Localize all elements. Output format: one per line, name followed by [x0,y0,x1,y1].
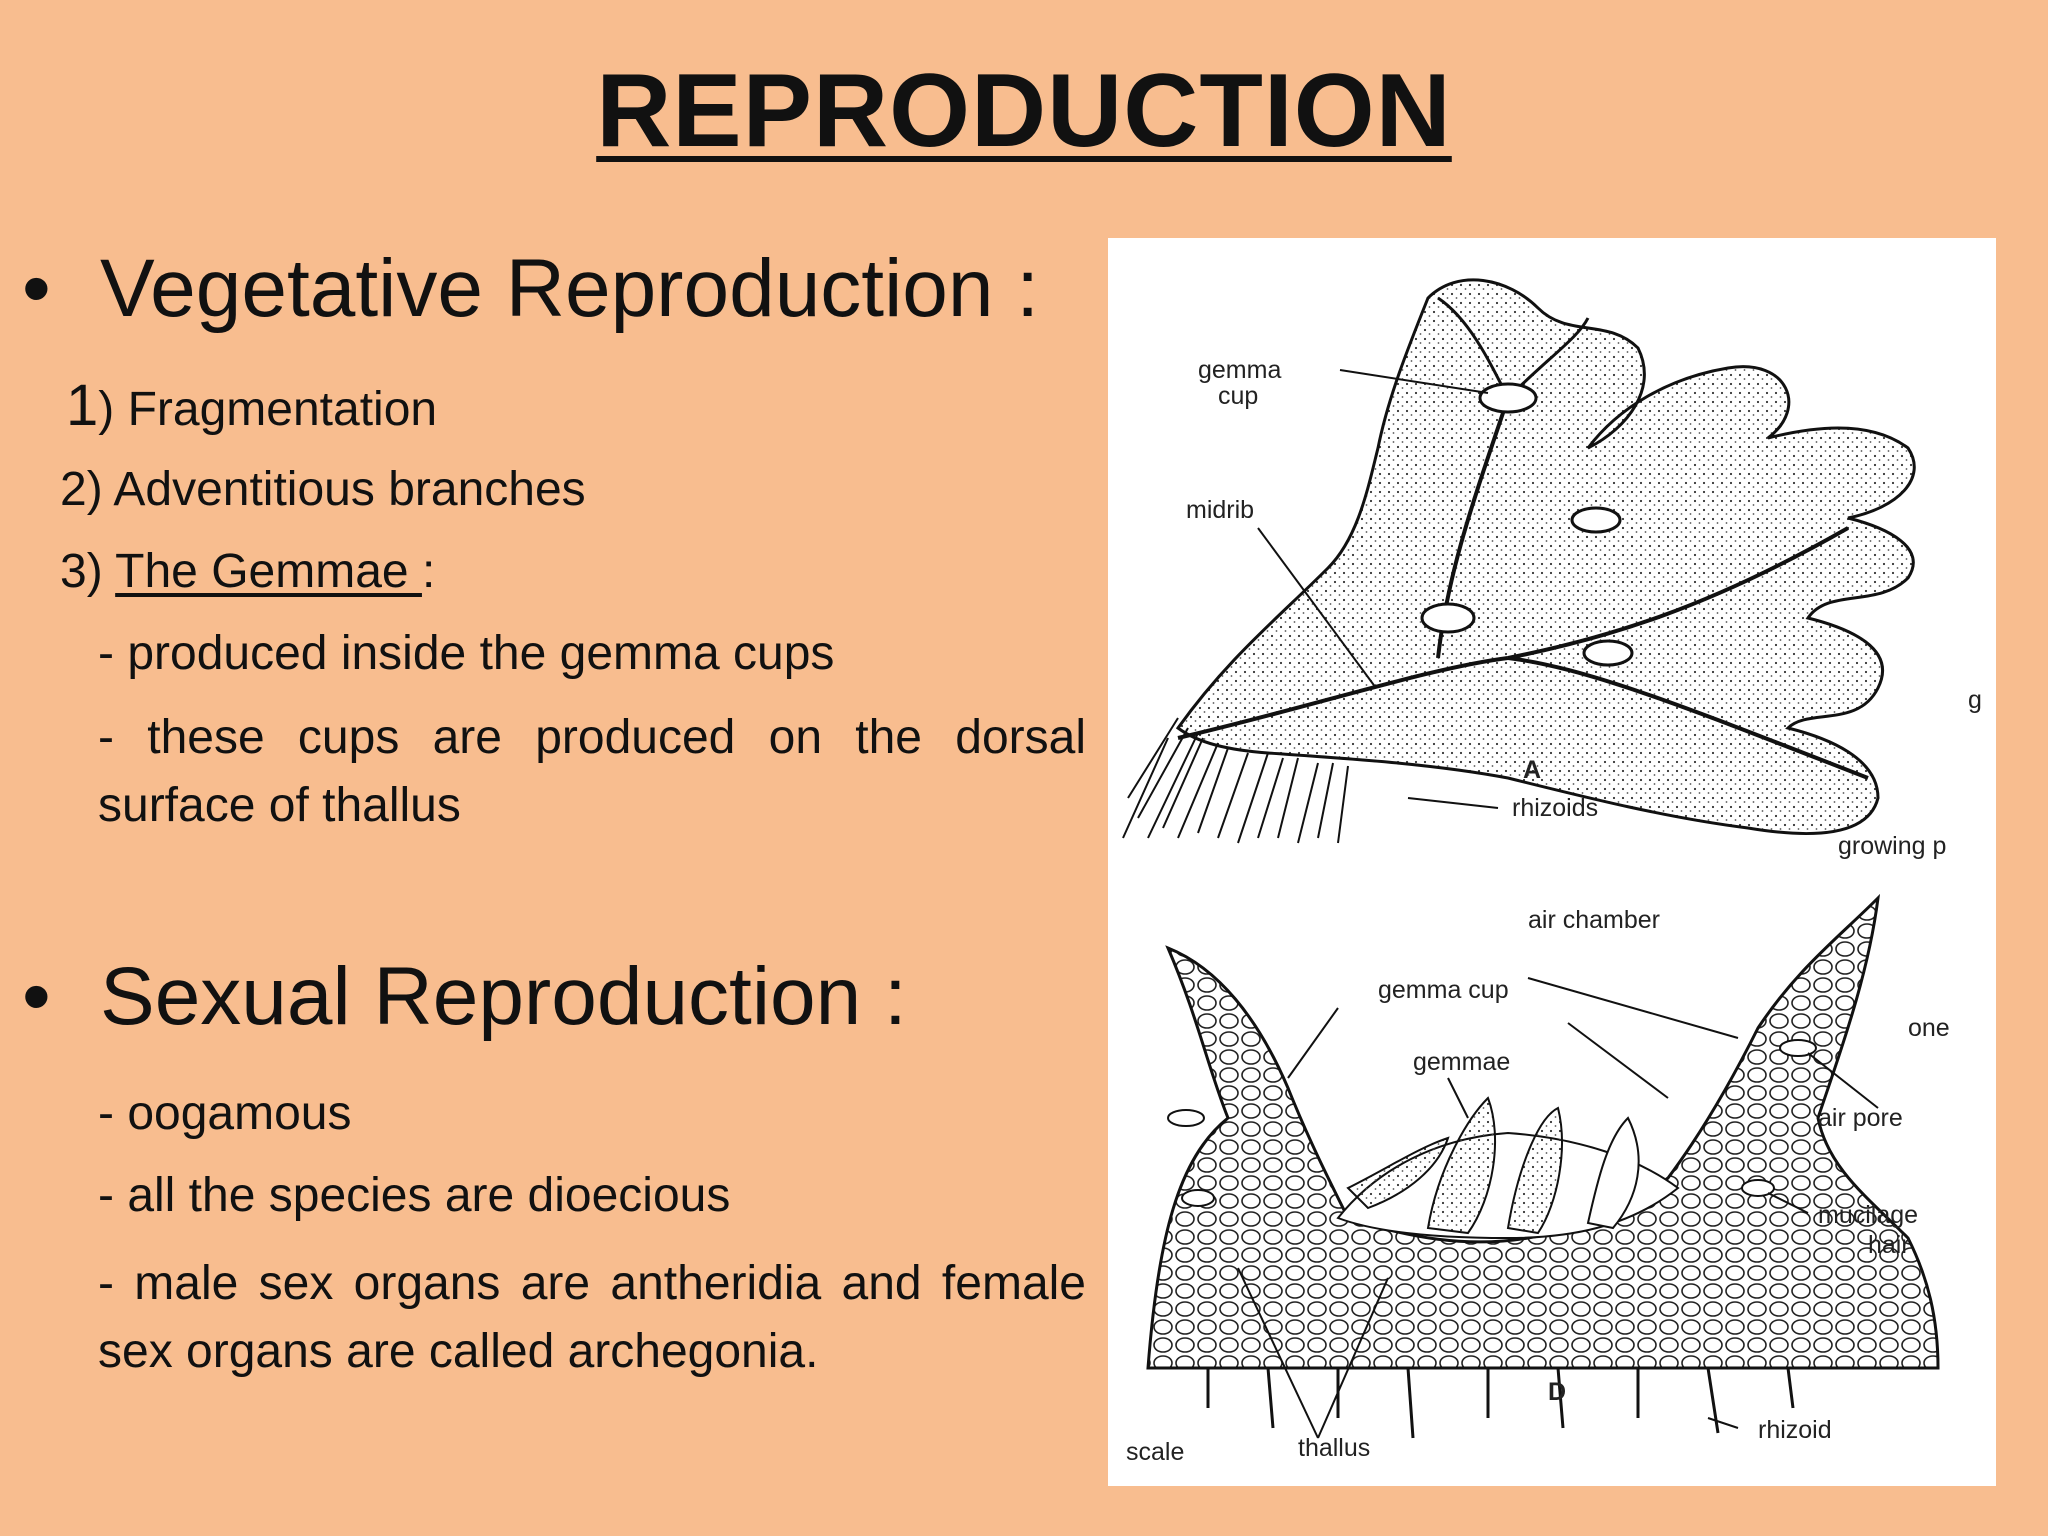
label-rhizoids: rhizoids [1512,794,1598,822]
sexual-heading: •Sexual Reproduction : [22,951,907,1042]
label-growing: growing p [1838,832,1946,860]
label-mucilage: mucilage [1818,1201,1918,1229]
label-air-chamber: air chamber [1528,906,1660,934]
gemma-cup-section: growing p air chamber gemma cup gemmae o… [1126,832,1950,1466]
slide-title: REPRODUCTION [596,53,1452,169]
label-d: D [1548,1378,1566,1406]
thallus-top-view: gemma cup midrib A rhizoids g [1122,278,1982,844]
label-air-pore: air pore [1818,1104,1903,1132]
label-cup: cup [1218,382,1258,410]
label-thallus: thallus [1298,1434,1370,1462]
marchantia-diagram: gemma cup midrib A rhizoids g [1108,238,1996,1486]
label-hair: hair [1868,1231,1910,1259]
sexual-point-1: - oogamous [98,1087,352,1140]
label-scale: scale [1126,1438,1184,1466]
bullet-icon: • [22,243,51,334]
item-adventitious: 2) Adventitious branches [60,463,586,516]
label-gemma-cup: gemma cup [1378,976,1509,1004]
diagram-svg: gemma cup midrib A rhizoids g [1122,278,1982,1466]
label-gemmae: gemmae [1413,1048,1510,1076]
vegetative-heading: •Vegetative Reproduction : [22,243,1040,334]
item-fragmentation: 1) Fragmentation [66,373,438,438]
gemmae-point-1: - produced inside the gemma cups [98,627,835,680]
label-midrib: midrib [1186,496,1254,524]
item-gemmae: 3) The Gemmae : [60,545,436,598]
sexual-point-3: - male sex organs are antheridia and fem… [98,1257,1086,1378]
bullet-icon: • [22,951,51,1042]
label-edge: g [1968,686,1982,714]
label-one: one [1908,1014,1950,1042]
sexual-point-2: - all the species are dioecious [98,1169,731,1222]
label-gemma: gemma [1198,356,1281,384]
gemmae-point-2: - these cups are produced on the dorsal … [98,711,1086,832]
label-a: A [1523,756,1541,784]
label-rhizoid: rhizoid [1758,1416,1832,1444]
